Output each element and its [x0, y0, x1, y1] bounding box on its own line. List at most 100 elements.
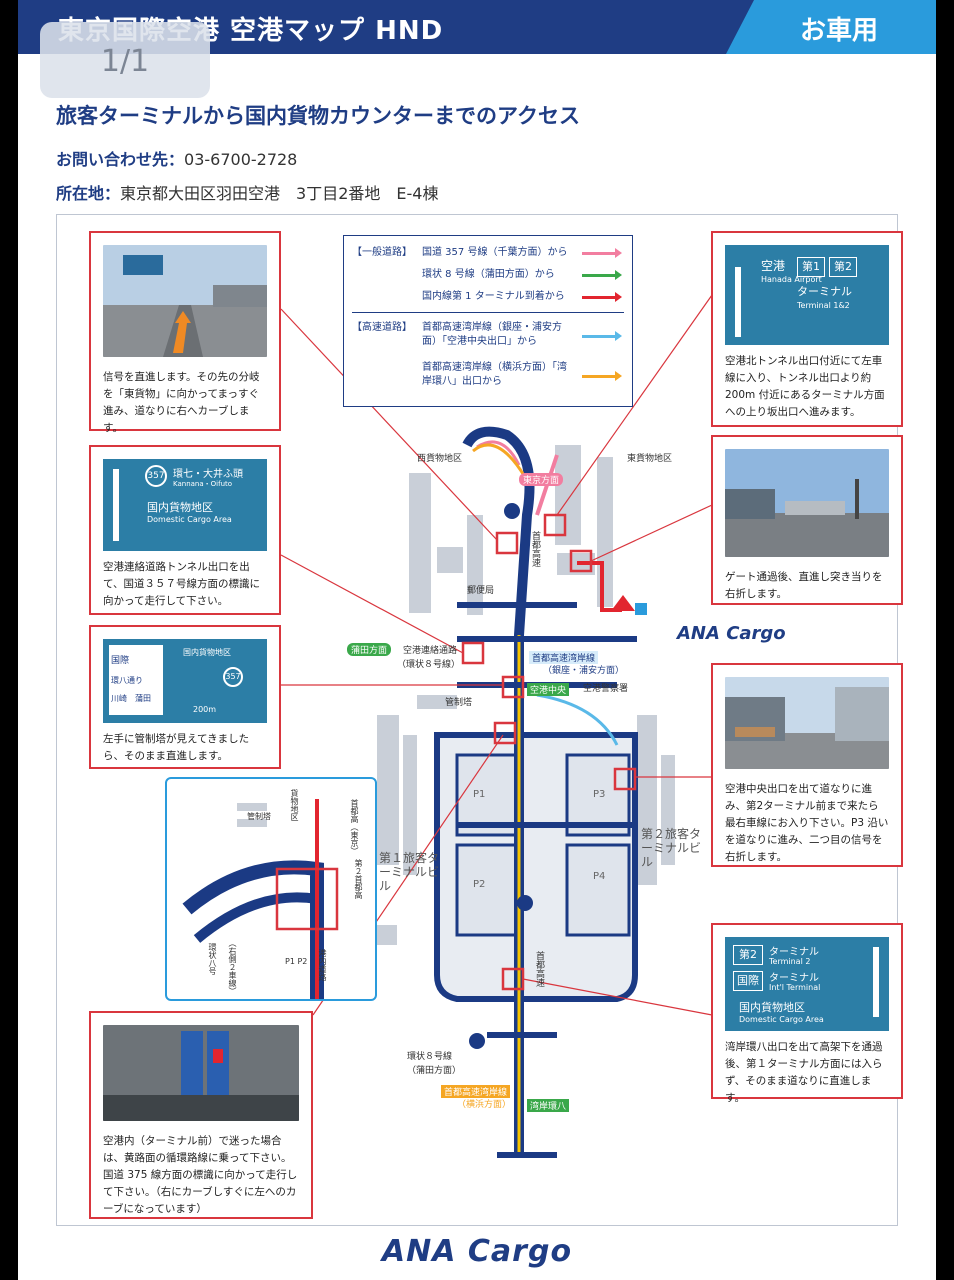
label-west-cargo: 西貨物地区: [417, 454, 463, 464]
sign-text: 空港: [761, 259, 786, 273]
inset-label: 首都高（東京）: [350, 799, 359, 855]
label-b-wangan: 首都高速湾岸線: [529, 651, 599, 664]
label-d-wangan: 首都高速湾岸線: [441, 1085, 511, 1098]
label-a-tokyo: 東京方面: [519, 473, 564, 486]
sign-text: Int'l Terminal: [769, 983, 821, 992]
callout-caption: 空港内（ターミナル前）で迷った場合は、黄路面の循環路線に乗って下さい。国道 37…: [103, 1135, 298, 1215]
label-post-office: 郵便局: [467, 586, 495, 596]
inset-label: 貨物地区: [290, 789, 299, 821]
label-p3: P3: [593, 789, 606, 800]
legend-row: 国内線第 1 ターミナル到着から: [352, 286, 624, 308]
legend-divider: [352, 312, 624, 313]
footer-ana-cargo-logo: ANA Cargo: [381, 1234, 573, 1269]
page-indicator: 1/1: [40, 22, 210, 98]
contact-label: お問い合わせ先：: [56, 150, 185, 169]
legend-text: 国内線第 1 ターミナル到着から: [422, 291, 565, 302]
callout-step-4: 空港内（ターミナル前）で迷った場合は、黄路面の循環路線に乗って下さい。国道 37…: [89, 1011, 313, 1219]
legend-row: 首都高速湾岸線（横浜方面）「湾岸環八」出口から: [352, 357, 624, 397]
callout-step-1: 信号を直進します。その先の分岐を「東貨物」に向かってまっすぐ進み、道なりに右へカ…: [89, 231, 281, 434]
callout-caption: 信号を直進します。その先の分岐を「東貨物」に向かってまっすぐ進み、道なりに右へカ…: [103, 371, 260, 434]
legend-row: 【一般道路】 国道 357 号線（千葉方面）から: [352, 242, 624, 264]
sign-text: Kannana・Oifuto: [173, 480, 233, 488]
label-b-wangan-sub: （銀座・浦安方面）: [543, 666, 625, 676]
sign-text: 200m: [193, 705, 217, 714]
callout-step-2: 357 環七・大井ふ頭 Kannana・Oifuto 国内貨物地区 Domest…: [89, 445, 281, 615]
sign-text: 国際: [733, 971, 763, 991]
callout-caption: 湾岸環八出口を出て高架下を通過後、第１ターミナル方面には入らず、そのまま道なりに…: [725, 1041, 883, 1104]
label-police: 空港警察署: [583, 684, 629, 694]
label-t1: 第１旅客ターミナルビル: [379, 851, 440, 893]
label-ring8-kamata-sub: （蒲田方面）: [407, 1066, 462, 1076]
label-control-tower: 管制塔: [445, 698, 473, 708]
callout-step-7: 空港中央出口を出て道なりに進み、第2ターミナル前まで来たら最右車線にお入り下さい…: [711, 663, 903, 867]
label-ring8-arrow: （環状８号線）: [397, 660, 461, 670]
arrow-up-icon: [873, 947, 879, 1017]
road-sign-terminal2: 第2 ターミナル Terminal 2 国際 ターミナル Int'l Termi…: [725, 937, 889, 1031]
legend-text: 首都高速湾岸線（横浜方面）「湾岸環八」出口から: [422, 362, 567, 387]
label-shutoko: 首都高速: [530, 531, 540, 567]
sign-panel: [109, 645, 163, 715]
sign-text: ターミナル: [797, 285, 852, 298]
legend-category-general: 【一般道路】: [352, 247, 412, 258]
sign-text: 蒲田: [135, 694, 151, 703]
legend-category-highway: 【高速道路】: [352, 322, 412, 333]
callout-step-8: 第2 ターミナル Terminal 2 国際 ターミナル Int'l Termi…: [711, 923, 903, 1104]
contact-line: お問い合わせ先：03-6700-2728: [56, 146, 297, 170]
sign-text: Terminal 1&2: [797, 301, 850, 310]
label-t2: 第２旅客ターミナルビル: [641, 827, 702, 869]
callout-caption: 空港連絡道路トンネル出口を出て、国道３５７号線方面の標識に向かって走行して下さい…: [103, 561, 260, 607]
legend-text: 国道 357 号線（千葉方面）から: [422, 247, 568, 258]
inset-label: 港内道路: [318, 949, 327, 981]
label-east-cargo: 東貨物地区: [627, 454, 673, 464]
road-map-graphic: [280, 294, 713, 1158]
document-page: 東京国際空港 空港マップ HND お車用 1/1 旅客ターミナルから国内貨物カウ…: [18, 0, 936, 1280]
blue-arrow-icon: [582, 331, 622, 341]
label-p2: P2: [473, 879, 486, 890]
sign-text: Hanada Airport: [761, 275, 822, 284]
vehicle-label: お車用: [799, 16, 878, 46]
label-airport-center: 空港中央: [527, 683, 570, 696]
address-line: 所在地：東京都大田区羽田空港 3丁目2番地 E-4棟: [56, 180, 438, 204]
road-sign-kanpachi: 国際 環八通り 川崎 蒲田 国内貨物地区 357 200m: [103, 639, 267, 723]
road-sign-terminal: 空港 Hanada Airport 第1 第2 ターミナル Terminal 1…: [725, 245, 889, 345]
sign-text: Domestic Cargo Area: [147, 515, 232, 524]
route-357-shield: 357: [223, 667, 243, 687]
legend-text: 環状 8 号線（蒲田方面）から: [422, 269, 555, 280]
green-arrow-icon: [582, 270, 622, 280]
address-value: 東京都大田区羽田空港 3丁目2番地 E-4棟: [120, 184, 439, 203]
inset-label: 第２首都高: [354, 859, 363, 899]
header-accent: [726, 0, 936, 54]
inset-label: 環状八号: [208, 943, 217, 975]
callout-step-5: 空港 Hanada Airport 第1 第2 ターミナル Terminal 1…: [711, 231, 903, 427]
label-c-kamata: 蒲田方面: [347, 643, 392, 656]
callout-caption: 空港中央出口を出て道なりに進み、第2ターミナル前まで来たら最右車線にお入り下さい…: [725, 783, 889, 863]
legend-text: 首都高速湾岸線（銀座・浦安方面）「空港中央出口」から: [422, 322, 562, 347]
junction-detail-graphic: [182, 799, 339, 999]
sign-text: Domestic Cargo Area: [739, 1015, 824, 1024]
road-photo-7: [725, 677, 889, 769]
road-sign-357: 357 環七・大井ふ頭 Kannana・Oifuto 国内貨物地区 Domest…: [103, 459, 267, 551]
legend-row: 【高速道路】 首都高速湾岸線（銀座・浦安方面）「空港中央出口」から: [352, 317, 624, 357]
label-airport-access: 空港連絡通路: [403, 646, 458, 656]
route-legend: 【一般道路】 国道 357 号線（千葉方面）から 環状 8 号線（蒲田方面）から…: [343, 235, 633, 407]
road-photo-6: [725, 449, 889, 557]
junction-inset: 管制塔 貨物地区 首都高（東京） 第２首都高 P1 P2 港内道路 環状八号 （…: [165, 777, 377, 1001]
sign-text: 国内貨物地区: [147, 501, 213, 514]
contact-phone[interactable]: 03-6700-2728: [184, 150, 298, 169]
sign-text: 第2: [829, 257, 857, 277]
callout-caption: 空港北トンネル出口付近にて左車線に入り、トンネル出口より約 200m 付近にある…: [725, 355, 885, 418]
address-label: 所在地：: [56, 184, 121, 203]
callout-caption: 左手に管制塔が見えてきましたら、そのまま直進します。: [103, 733, 250, 762]
sign-text: 環七・大井ふ頭: [173, 469, 243, 480]
pink-arrow-icon: [582, 248, 622, 258]
ana-cargo-map-logo: ANA Cargo: [677, 623, 786, 644]
callout-step-3: 国際 環八通り 川崎 蒲田 国内貨物地区 357 200m 左手に管制塔が見えて…: [89, 625, 281, 769]
inset-label: （右側２車線）: [228, 939, 237, 995]
sign-text: ターミナル: [769, 973, 819, 984]
sign-text: 第1: [797, 257, 825, 277]
arrow-up-icon: [113, 469, 119, 541]
label-d-wangan-sub: （横浜方面）: [457, 1100, 512, 1110]
callout-step-6: ゲート通過後、直進し突き当りを右折します。: [711, 435, 903, 605]
sign-text: 川崎: [111, 694, 127, 703]
airport-map: 西貨物地区 東貨物地区 東京方面 首都高速 郵便局 ANA Cargo 蒲田方面…: [56, 214, 903, 1226]
